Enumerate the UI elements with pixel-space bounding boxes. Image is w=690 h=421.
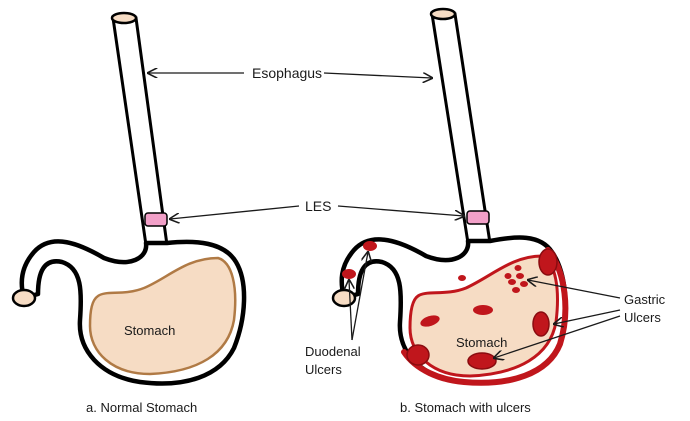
les-sphincter-a — [145, 213, 167, 226]
les-arrow-right — [338, 206, 464, 216]
caption-normal-stomach: a. Normal Stomach — [86, 400, 197, 415]
duodenal-label-line2: Ulcers — [305, 362, 342, 377]
duodenal-label-line1: Duodenal — [305, 344, 361, 359]
gastric-ulcer — [458, 275, 466, 281]
caption-ulcer-stomach: b. Stomach with ulcers — [400, 400, 531, 415]
normal-stomach-figure: Stomach — [13, 13, 244, 384]
gastric-ulcer — [539, 249, 557, 275]
les-sphincter-b — [467, 211, 489, 224]
gastric-ulcer — [468, 353, 496, 369]
esophagus-tube-a — [113, 18, 167, 245]
gastric-ulcer — [407, 345, 429, 365]
gastric-ulcer — [473, 305, 493, 315]
les-label: LES — [305, 198, 331, 214]
esophagus-label: Esophagus — [252, 65, 322, 81]
gastric-ulcer — [512, 287, 520, 293]
les-arrow-left — [170, 206, 299, 219]
esophagus-tube-b — [432, 14, 490, 243]
ulcer-stomach-figure: Stomach — [333, 9, 566, 383]
esophagus-opening-b — [431, 9, 455, 19]
stomach-label-b: Stomach — [456, 335, 507, 350]
label-les: LES — [170, 198, 464, 219]
pylorus-b — [333, 290, 355, 306]
duodenal-ulcer — [342, 269, 356, 279]
gastric-ulcer — [508, 279, 516, 285]
stomach-label-a: Stomach — [124, 323, 175, 338]
gastric-ulcer — [520, 281, 528, 287]
label-esophagus: Esophagus — [148, 65, 432, 81]
gastric-label-line1: Gastric — [624, 292, 666, 307]
gastric-label-line2: Ulcers — [624, 310, 661, 325]
esophagus-opening-a — [112, 13, 136, 23]
duodenal-ulcer — [363, 241, 377, 251]
gastric-ulcer — [533, 312, 549, 336]
pylorus-a — [13, 290, 35, 306]
gastric-ulcer — [505, 273, 512, 279]
gastric-ulcer — [515, 265, 522, 271]
esophagus-arrow-right — [324, 73, 432, 78]
gastric-ulcer — [516, 273, 524, 279]
